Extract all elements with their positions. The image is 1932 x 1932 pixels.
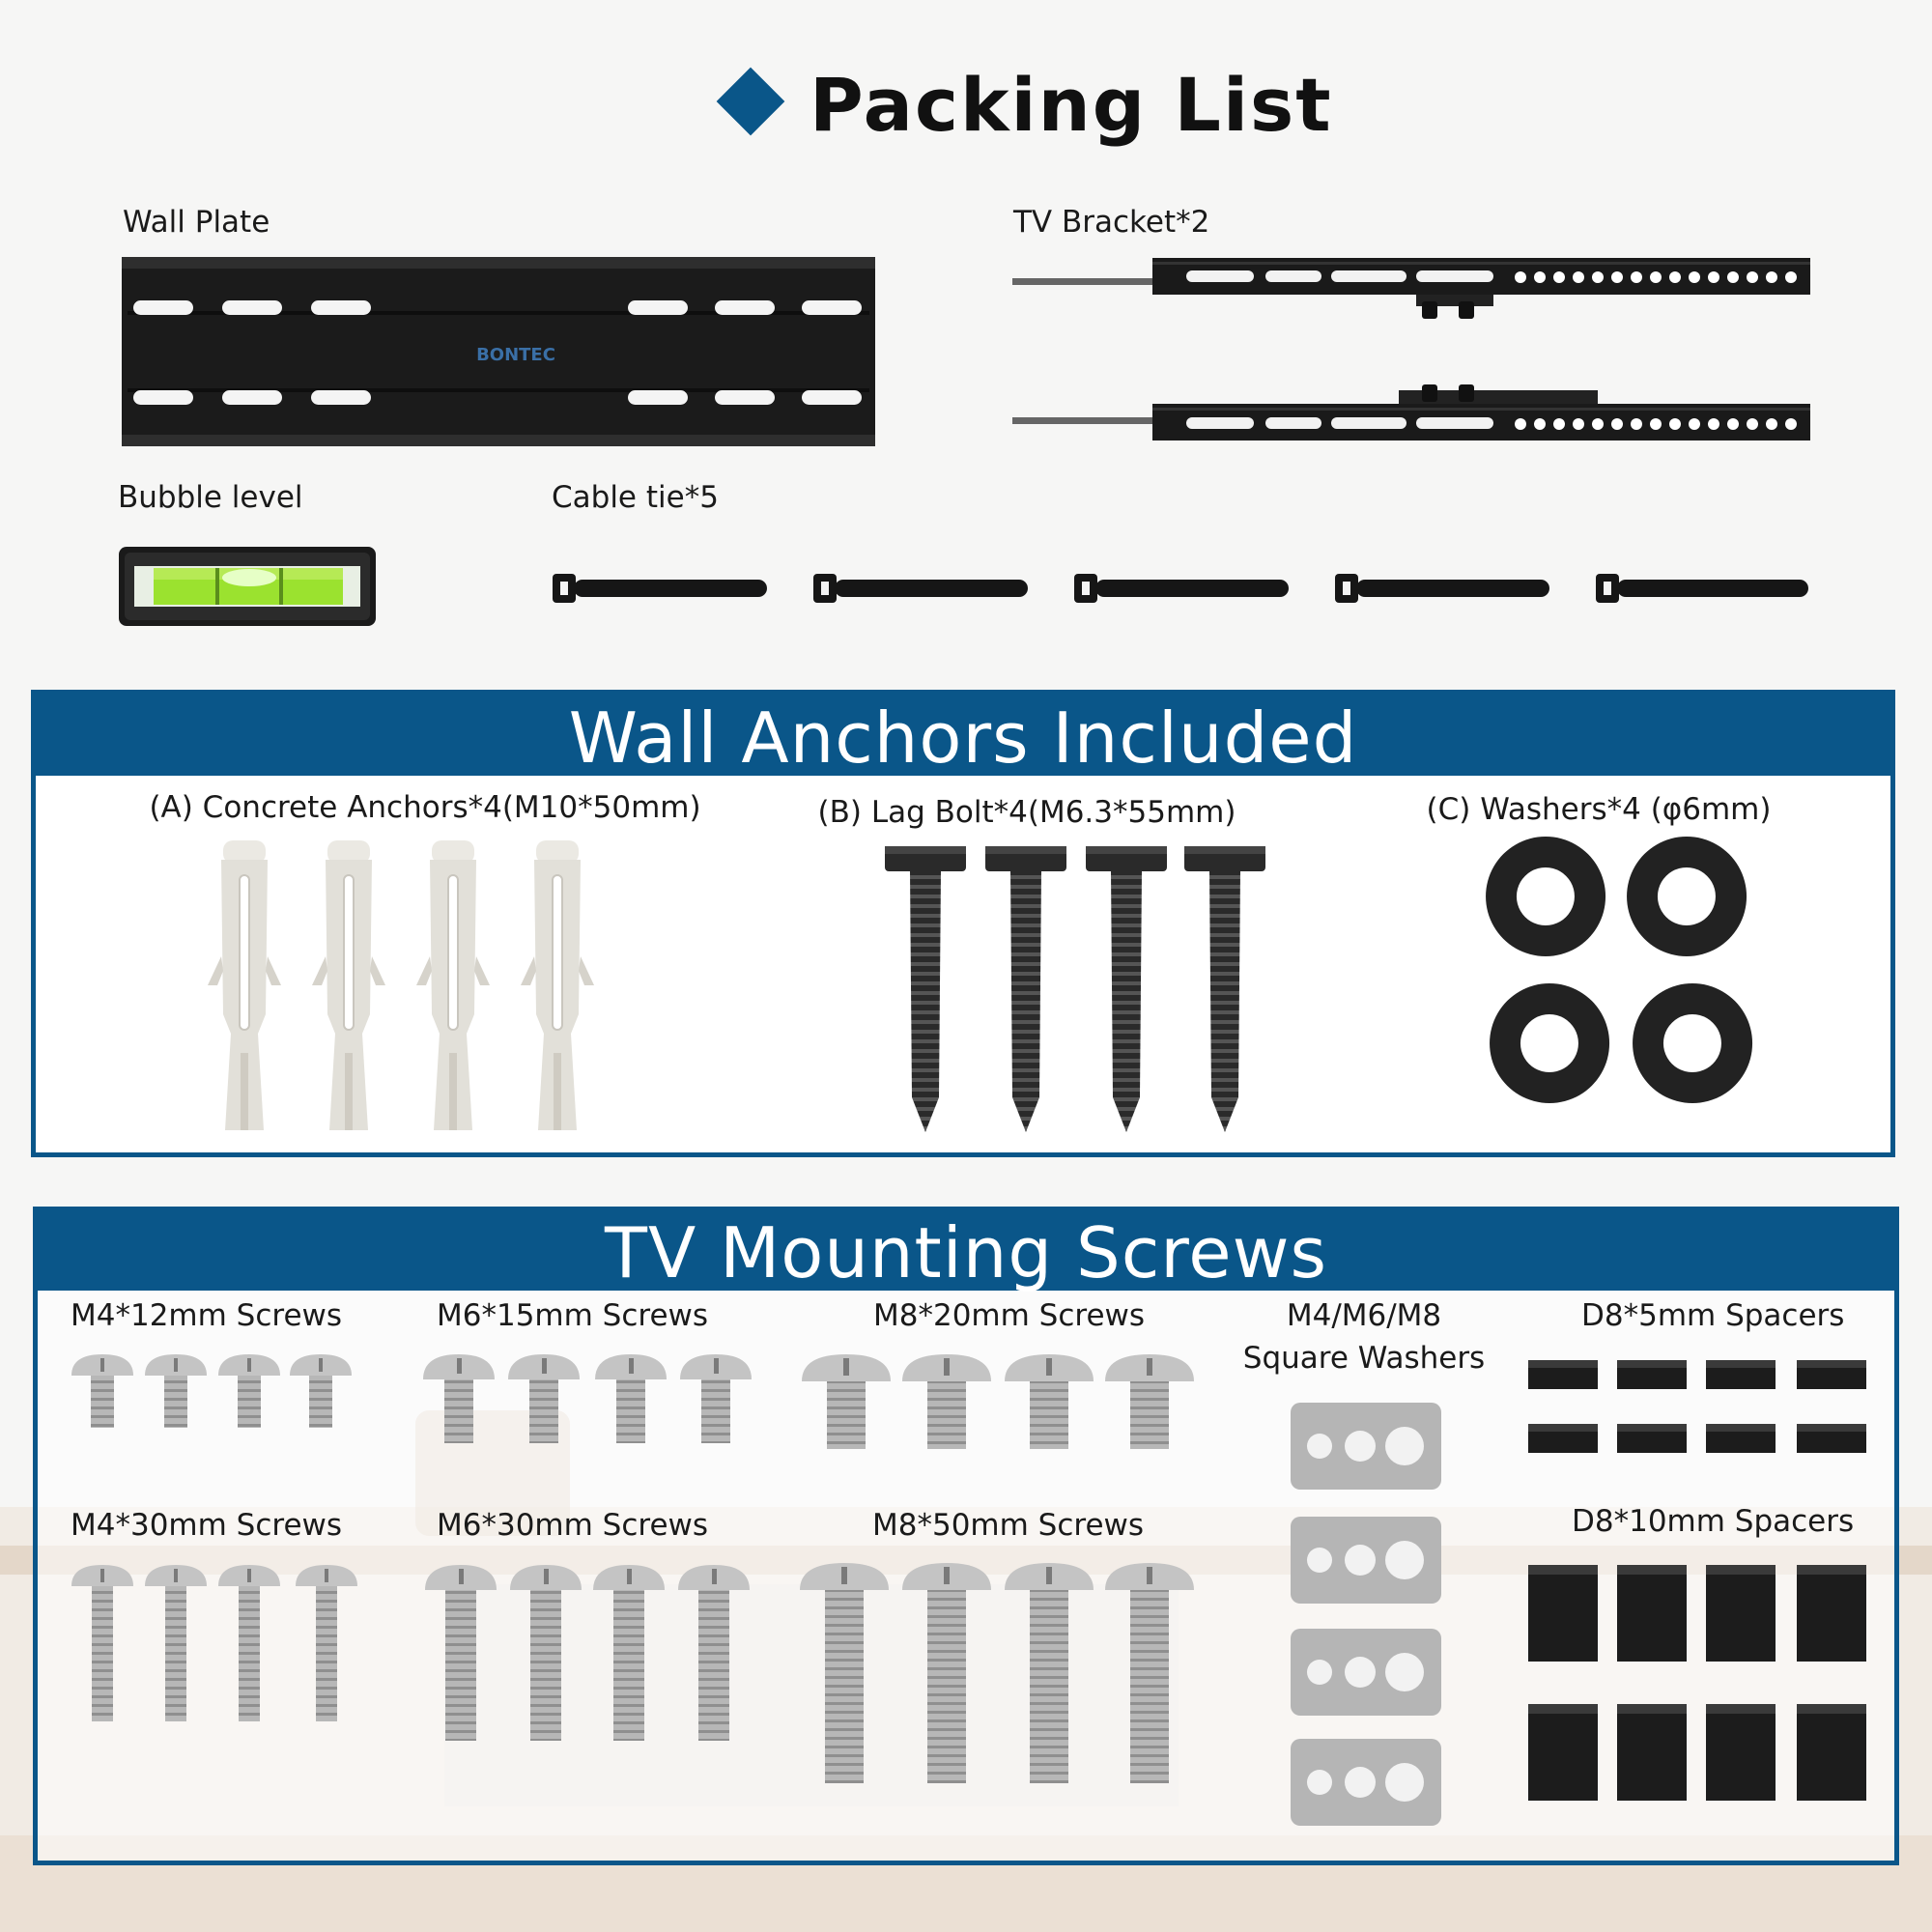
m8-50mm-label: M8*50mm Screws bbox=[872, 1508, 1145, 1543]
bubble-level-image bbox=[119, 547, 376, 626]
tv-bracket-image bbox=[1012, 258, 1810, 440]
m6-15mm-label: M6*15mm Screws bbox=[437, 1298, 709, 1333]
washers-label: (C) Washers*4 (φ6mm) bbox=[1426, 792, 1772, 827]
wall-plate-image: BONTEC bbox=[122, 257, 875, 446]
m4-30mm-label: M4*30mm Screws bbox=[71, 1508, 343, 1543]
wall-anchors-heading: Wall Anchors Included bbox=[36, 695, 1890, 779]
tv-bracket-bottom bbox=[1012, 384, 1810, 440]
tv-bracket-top bbox=[1012, 258, 1810, 319]
d8-10mm-spacers bbox=[1528, 1565, 1866, 1801]
washers-image bbox=[1486, 837, 1753, 1103]
m8-20mm-label: M8*20mm Screws bbox=[873, 1298, 1146, 1333]
square-washers-label-line1: M4/M6/M8 bbox=[1286, 1298, 1442, 1333]
bubble-level-label: Bubble level bbox=[118, 480, 303, 515]
m6-30mm-screws bbox=[425, 1565, 750, 1741]
m8-50mm-screws bbox=[800, 1563, 1194, 1783]
cable-tie-4 bbox=[1335, 574, 1549, 603]
m4-12mm-label: M4*12mm Screws bbox=[71, 1298, 343, 1333]
cable-tie-5 bbox=[1596, 574, 1808, 603]
concrete-anchors-label: (A) Concrete Anchors*4(M10*50mm) bbox=[149, 790, 701, 825]
cable-tie-3 bbox=[1074, 574, 1289, 603]
d8-5mm-spacers bbox=[1528, 1360, 1866, 1453]
m6-30mm-label: M6*30mm Screws bbox=[437, 1508, 709, 1543]
square-washers-label-line2: Square Washers bbox=[1242, 1341, 1486, 1376]
cable-tie-label: Cable tie*5 bbox=[552, 480, 719, 515]
tv-bracket-label: TV Bracket*2 bbox=[1013, 205, 1210, 240]
m8-20mm-screws bbox=[802, 1354, 1194, 1449]
cable-tie-2 bbox=[813, 574, 1028, 603]
d8-10mm-spacers-label: D8*10mm Spacers bbox=[1572, 1504, 1855, 1539]
m6-15mm-screws bbox=[423, 1354, 752, 1443]
d8-5mm-spacers-label: D8*5mm Spacers bbox=[1581, 1298, 1845, 1333]
tv-screws-heading: TV Mounting Screws bbox=[38, 1211, 1894, 1293]
square-washers bbox=[1291, 1403, 1441, 1826]
wall-plate-label: Wall Plate bbox=[123, 205, 270, 240]
lag-bolt-label: (B) Lag Bolt*4(M6.3*55mm) bbox=[817, 795, 1236, 830]
m4-30mm-screws bbox=[71, 1565, 357, 1721]
page-title: Packing List bbox=[810, 62, 1333, 148]
cable-ties-image bbox=[553, 574, 1808, 603]
wall-plate-brand: BONTEC bbox=[476, 345, 555, 365]
cable-tie-1 bbox=[553, 574, 767, 603]
m4-12mm-screws bbox=[71, 1354, 352, 1428]
